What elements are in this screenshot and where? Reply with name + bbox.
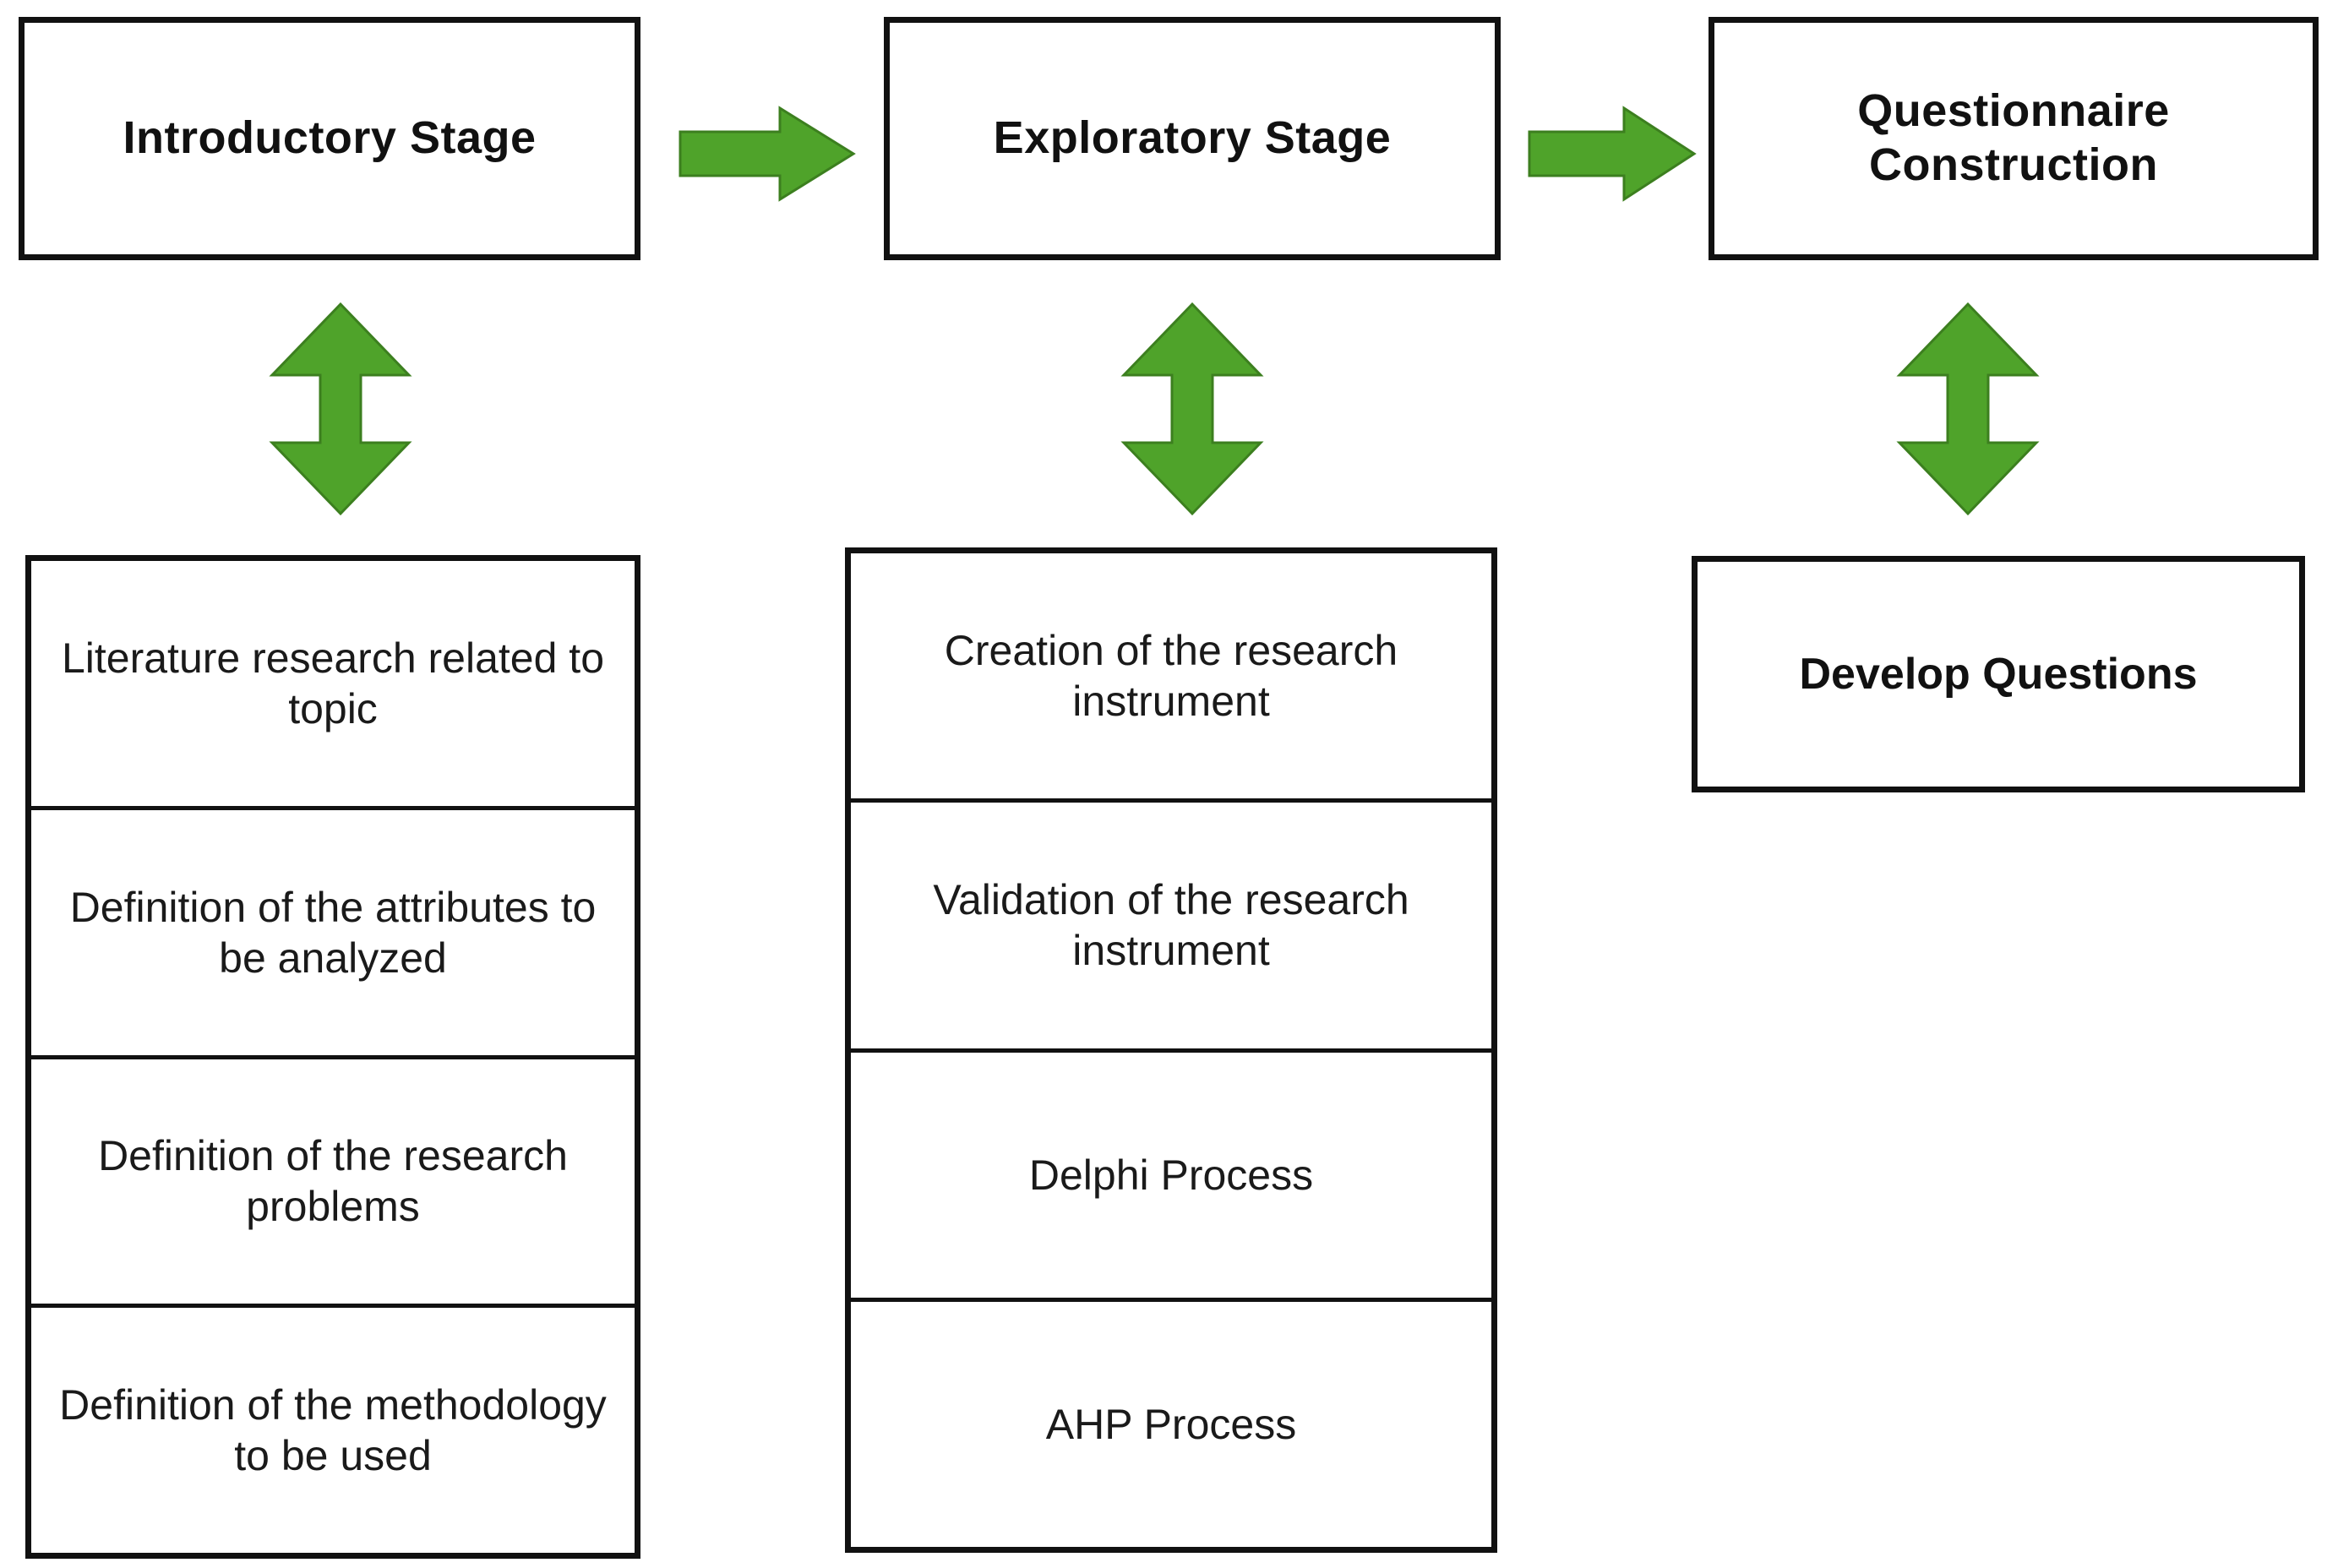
- item-column-exploratory: Creation of the research instrument Vali…: [845, 547, 1497, 1553]
- arrow-right-intro-to-exploratory: [679, 106, 856, 202]
- list-item[interactable]: Delphi Process: [851, 1053, 1491, 1302]
- item-column-questionnaire: Develop Questions: [1692, 556, 2305, 792]
- list-item-label: AHP Process: [1045, 1400, 1297, 1448]
- list-item[interactable]: Definition of the research problems: [31, 1059, 635, 1309]
- list-item[interactable]: Definition of the methodology to be used: [31, 1308, 635, 1553]
- item-column-introductory: Literature research related to topic Def…: [25, 555, 640, 1559]
- list-item[interactable]: Creation of the research instrument: [851, 553, 1491, 803]
- list-item[interactable]: Definition of the attributes to be analy…: [31, 810, 635, 1059]
- arrow-updown-introductory: [269, 302, 412, 516]
- stage-label-introductory: Introductory Stage: [123, 112, 537, 164]
- list-item[interactable]: AHP Process: [851, 1302, 1491, 1547]
- list-item[interactable]: Develop Questions: [1698, 562, 2299, 787]
- list-item[interactable]: Validation of the research instrument: [851, 803, 1491, 1053]
- list-item-label: Definition of the research problems: [98, 1132, 568, 1231]
- list-item-label: Definition of the methodology to be used: [59, 1381, 607, 1480]
- stage-label-exploratory: Exploratory Stage: [993, 112, 1392, 164]
- stage-box-introductory[interactable]: Introductory Stage: [19, 17, 640, 260]
- arrow-updown-questionnaire: [1896, 302, 2040, 516]
- list-item-label: Develop Questions: [1799, 649, 2198, 699]
- list-item-label: Delphi Process: [1028, 1151, 1314, 1199]
- list-item-label: Validation of the research instrument: [933, 876, 1409, 975]
- list-item-label: Literature research related to topic: [61, 634, 605, 732]
- arrow-right-exploratory-to-questionnaire: [1528, 106, 1697, 202]
- list-item[interactable]: Literature research related to topic: [31, 561, 635, 810]
- stage-box-exploratory[interactable]: Exploratory Stage: [884, 17, 1501, 260]
- list-item-label: Creation of the research instrument: [944, 627, 1398, 726]
- list-item-label: Definition of the attributes to be analy…: [69, 883, 597, 982]
- arrow-updown-exploratory: [1120, 302, 1264, 516]
